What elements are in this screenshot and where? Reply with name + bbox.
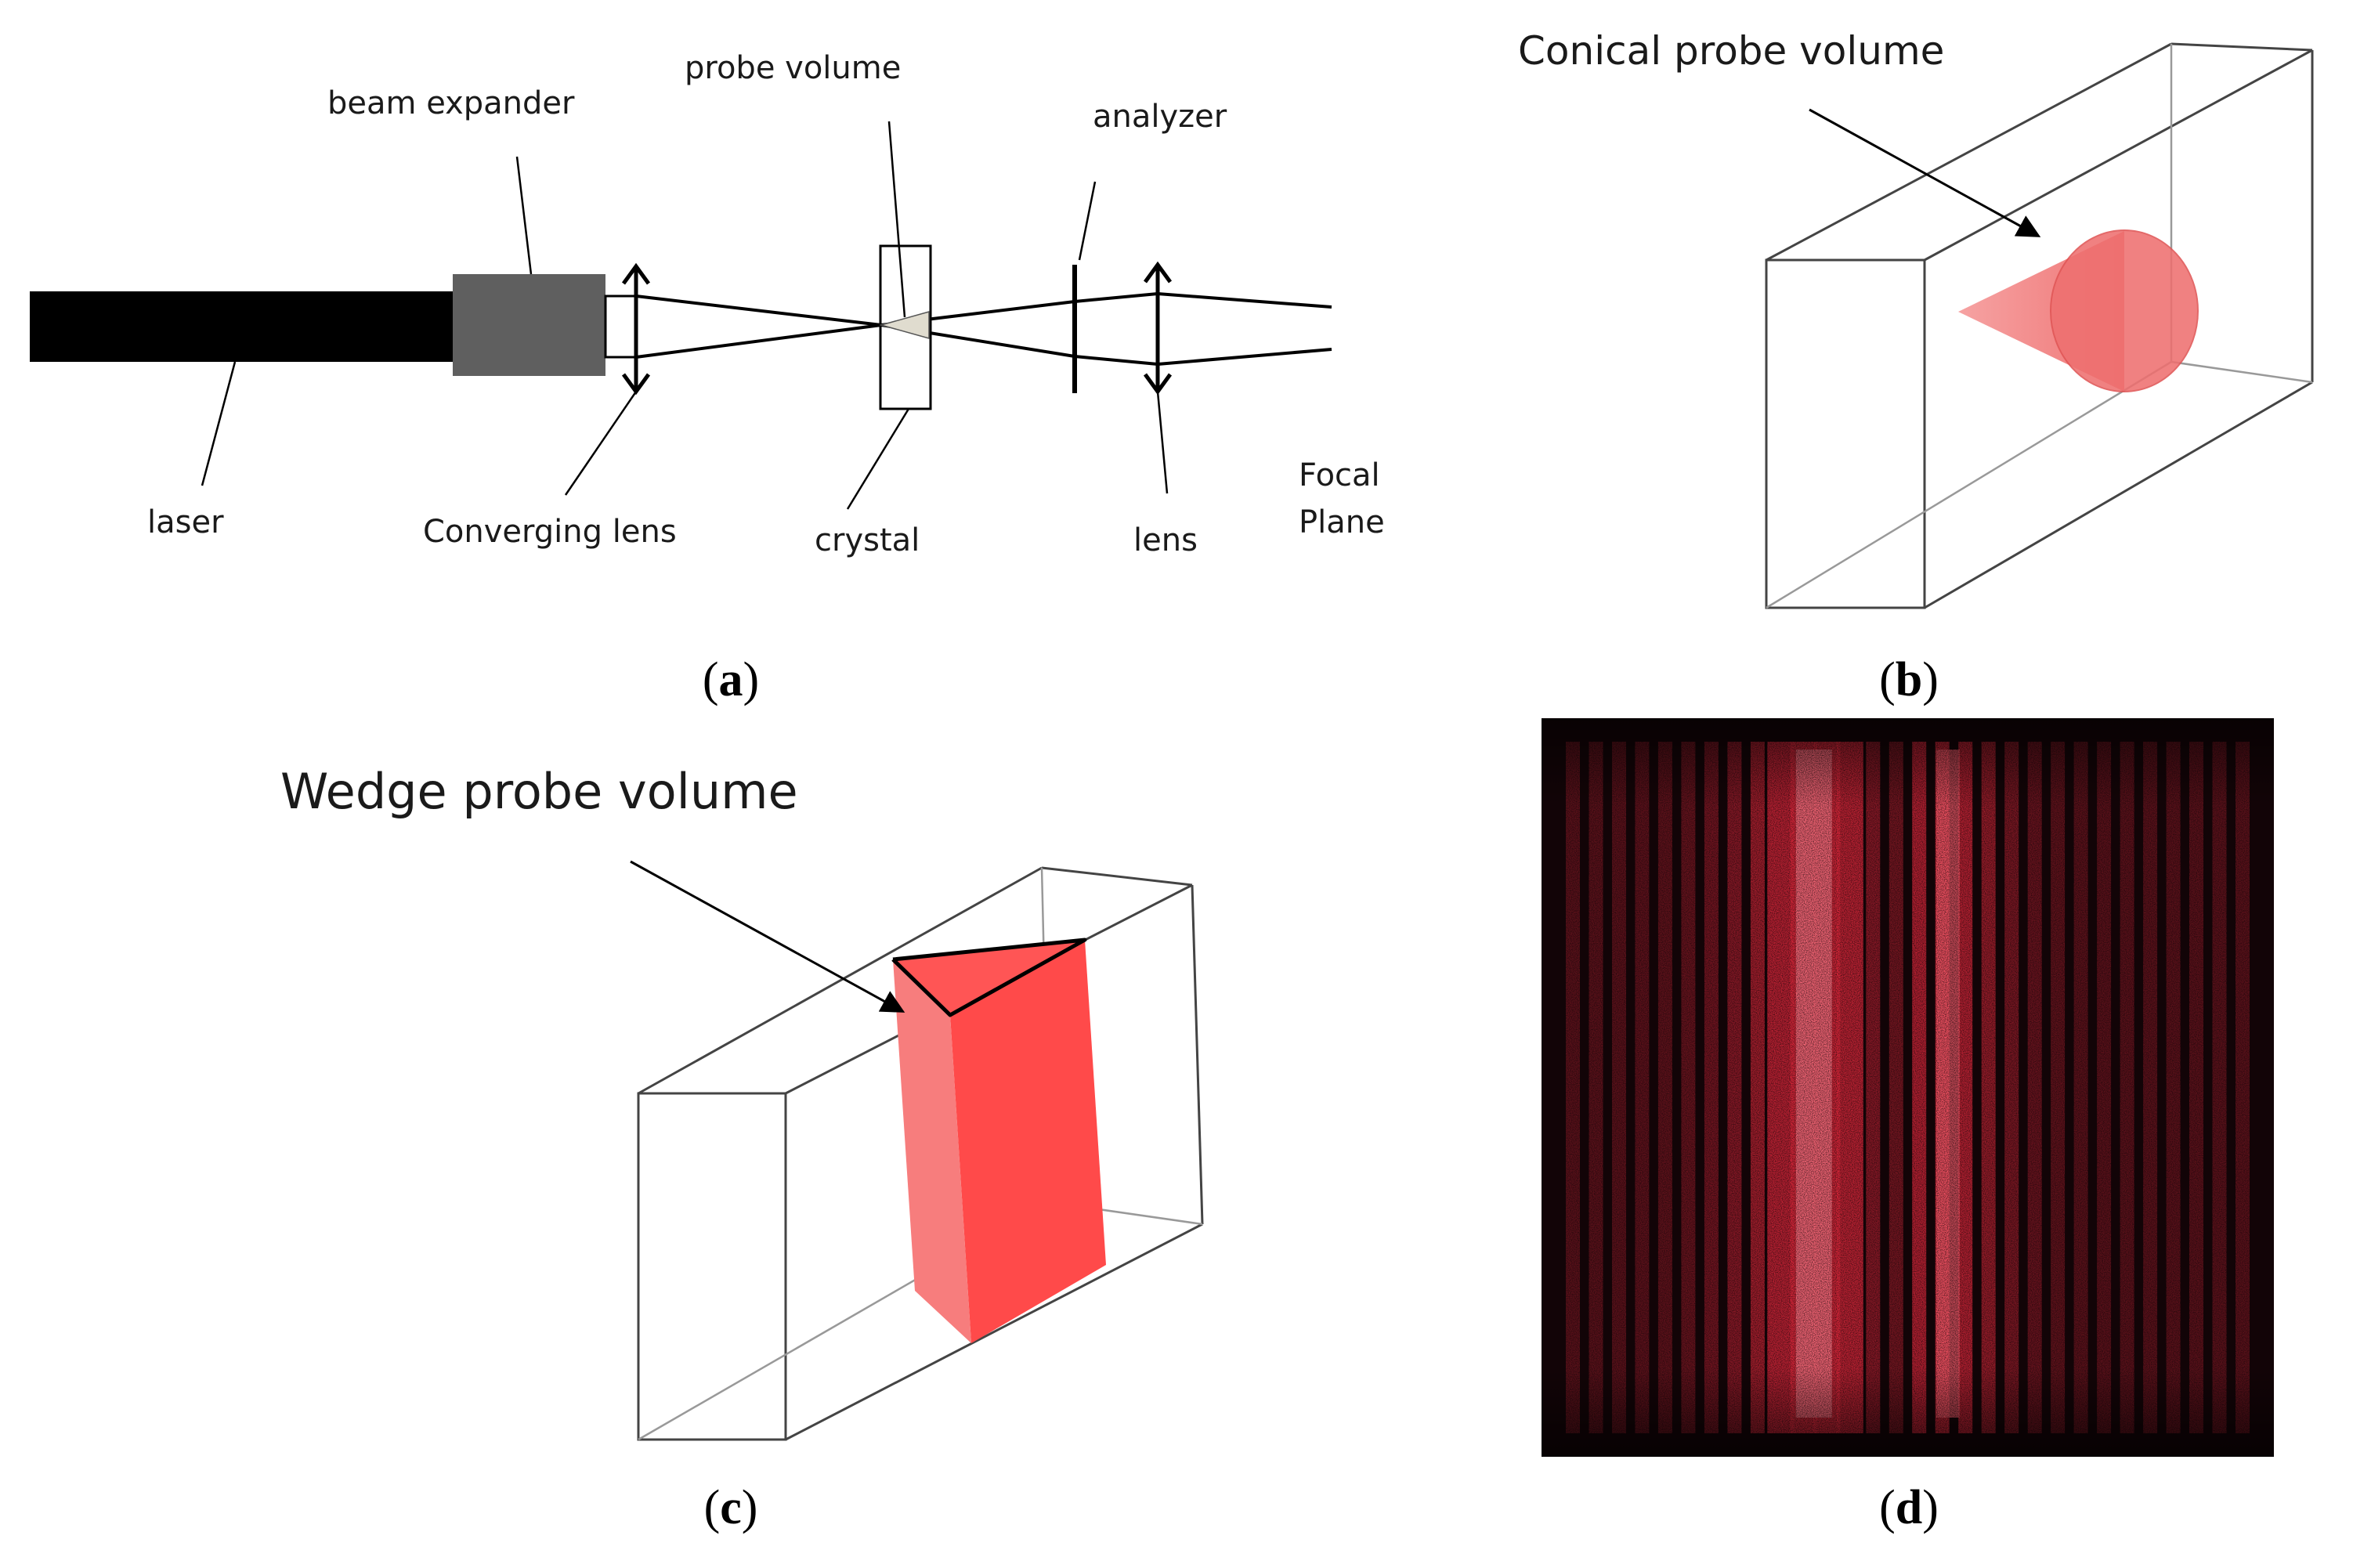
caption-d: (d) <box>1879 1481 1939 1534</box>
crystal-wireframe-b <box>1765 42 2314 609</box>
wedge-pointer-arrow <box>630 860 905 1013</box>
fringe-vignette <box>1542 718 2274 1457</box>
label-probe-volume: probe volume <box>685 50 901 86</box>
lens-icon <box>1143 261 1173 396</box>
caption-a-letter: a <box>719 653 743 706</box>
label-beam-expander: beam expander <box>327 85 575 121</box>
panel-c-title: Wedge probe volume <box>280 763 798 820</box>
callout-lines <box>201 121 1169 510</box>
cone-shape <box>1958 229 2199 392</box>
label-focal: Focal <box>1299 457 1380 493</box>
crystal-wireframe-c <box>637 866 1204 1441</box>
panel-c-wedge-probe: Wedge probe volume (c) <box>280 763 1204 1534</box>
caption-a: (a) <box>703 653 759 706</box>
caption-c: (c) <box>704 1481 758 1534</box>
panel-b-title: Conical probe volume <box>1518 28 1944 74</box>
label-crystal: crystal <box>815 522 920 558</box>
panel-a-optical-setup: beam expander probe volume analyzer lase… <box>30 50 1385 706</box>
panel-d-fringe-image: (d) <box>1542 718 2274 1534</box>
caption-b: (b) <box>1879 653 1939 706</box>
label-plane: Plane <box>1299 504 1385 540</box>
label-converging-lens: Converging lens <box>423 514 677 550</box>
label-lens: lens <box>1133 522 1198 558</box>
caption-d-letter: d <box>1896 1481 1922 1534</box>
probe-volume-wedge <box>879 311 930 339</box>
beam-rays <box>635 292 1332 366</box>
label-analyzer: analyzer <box>1093 99 1227 135</box>
panel-b-conical-probe: Conical probe volume (b) <box>1518 28 2314 706</box>
laser-body <box>30 291 457 362</box>
label-laser: laser <box>147 504 224 540</box>
beam-expander-box <box>453 274 605 376</box>
caption-b-letter: b <box>1896 653 1922 706</box>
crystal-box <box>879 244 932 410</box>
beam-exit-aperture <box>604 294 637 359</box>
wedge-shape <box>891 938 1106 1343</box>
caption-c-letter: c <box>720 1481 742 1534</box>
cone-pointer-arrow <box>1809 108 2041 237</box>
